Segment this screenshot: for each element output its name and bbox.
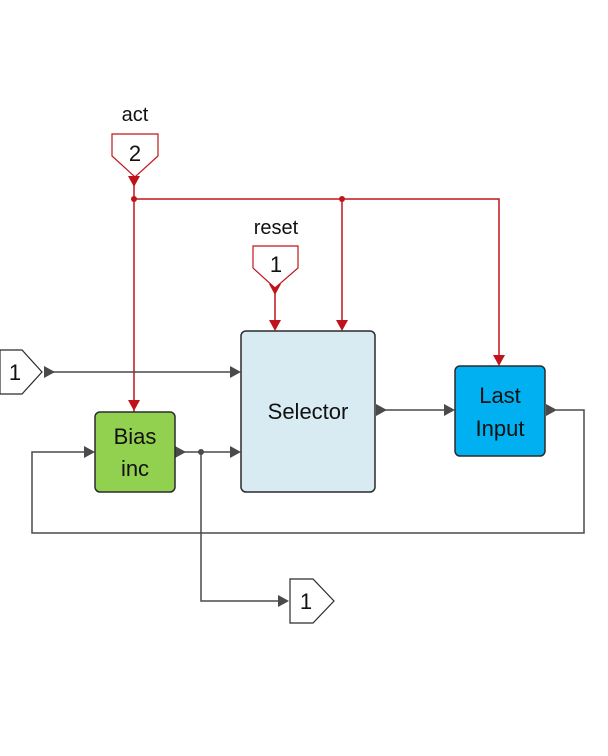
act-out-arrow-icon — [128, 176, 140, 187]
last-input-label-line1: Last — [479, 383, 521, 408]
inport-data-number: 1 — [9, 360, 21, 385]
bias-inc-block[interactable]: Bias inc — [94, 411, 176, 493]
selector-block[interactable]: Selector — [240, 330, 376, 493]
lastinput-out-arrow-icon — [546, 404, 557, 416]
bias-inc-label-line1: Bias — [114, 424, 157, 449]
bias-to-outport-wire[interactable] — [200, 452, 284, 602]
selector-in1-arrow-icon — [230, 366, 241, 378]
last-input-label-line2: Input — [476, 416, 525, 441]
inport-out-arrow-icon — [44, 366, 55, 378]
selector-out-arrow-icon — [376, 404, 387, 416]
outport[interactable]: 1 — [289, 578, 335, 624]
control-wires — [128, 176, 505, 416]
outport-number: 1 — [300, 589, 312, 614]
reset-out-arrow-icon — [269, 284, 281, 295]
signal-junction-dot — [198, 449, 204, 455]
inport-reset[interactable]: reset 1 — [252, 217, 299, 289]
act-branch-wire[interactable] — [134, 198, 500, 360]
last-input-block-body[interactable] — [454, 365, 546, 457]
lastinput-in-arrow-icon — [444, 404, 455, 416]
signal-wires — [31, 366, 585, 607]
bias-inc-block-body[interactable] — [94, 411, 176, 493]
selector-reset-arrow-icon — [269, 320, 281, 331]
selector-act-arrow-icon — [336, 320, 348, 331]
bias-out-arrow-icon — [175, 446, 186, 458]
inport-data-shape[interactable] — [0, 349, 43, 395]
outport-in-arrow-icon — [278, 595, 289, 607]
inport-act-name: act — [122, 104, 149, 126]
inport-reset-shape[interactable] — [252, 245, 299, 289]
selector-block-label: Selector — [268, 399, 349, 424]
outport-shape[interactable] — [289, 578, 335, 624]
inport-act-shape[interactable] — [111, 133, 159, 178]
inport-reset-number: 1 — [270, 252, 282, 277]
bias-in-arrow-icon — [84, 446, 95, 458]
act-junction-dot-2 — [339, 196, 345, 202]
bias-inc-label-line2: inc — [121, 456, 149, 481]
act-junction-dot — [131, 196, 137, 202]
selector-block-body[interactable] — [240, 330, 376, 493]
inport-reset-name: reset — [254, 217, 299, 239]
inport-data[interactable]: 1 — [0, 349, 43, 395]
lastinput-act-arrow-icon — [493, 355, 505, 366]
feedback-wire[interactable] — [31, 409, 585, 534]
last-input-block[interactable]: Last Input — [454, 365, 546, 457]
inport-act-number: 2 — [129, 141, 141, 166]
selector-in2-arrow-icon — [230, 446, 241, 458]
inport-act[interactable]: act 2 — [111, 104, 159, 178]
bias-act-arrow-icon — [128, 400, 140, 411]
